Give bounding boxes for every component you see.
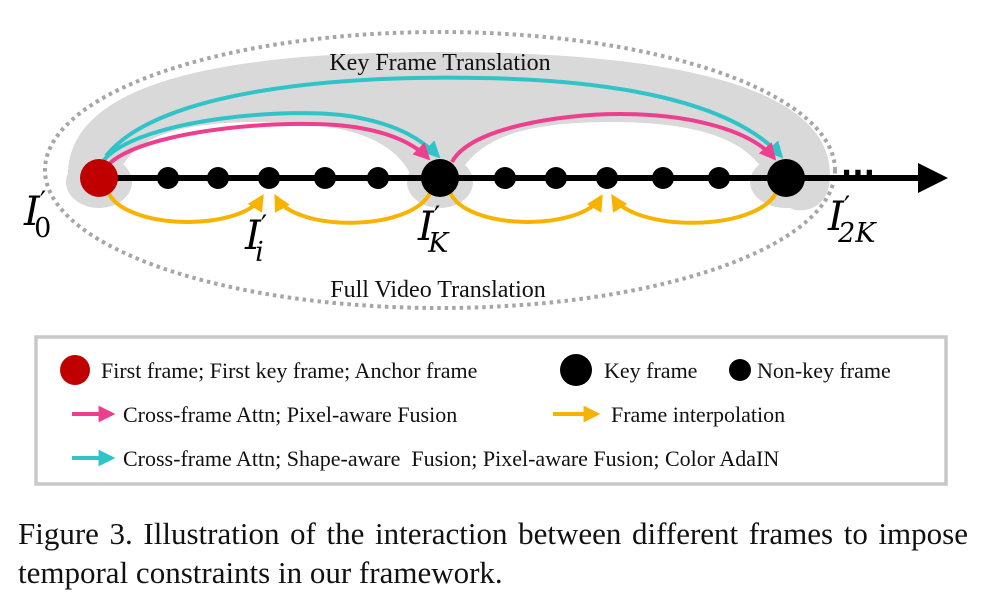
legend-non-key-frame-swatch <box>729 359 751 381</box>
figure-caption: Figure 3. Illustration of the interactio… <box>18 516 968 590</box>
key-frame-node-2k <box>767 159 805 197</box>
full-video-translation-boundary <box>43 30 837 310</box>
label-i0: I′0 <box>23 185 51 244</box>
legend-cyan-arrow-label: Cross-frame Attn; Shape-aware Fusion; Pi… <box>123 446 779 471</box>
timeline-arrowhead <box>918 163 948 193</box>
label-ii: I′i <box>244 209 267 268</box>
non-key-frame-node <box>314 167 336 189</box>
legend-pink-arrow-label: Cross-frame Attn; Pixel-aware Fusion <box>123 402 457 427</box>
key-frame-node-k <box>421 159 459 197</box>
non-key-frame-node <box>708 167 730 189</box>
non-key-frame-node <box>545 167 567 189</box>
legend-first-frame-label: First frame; First key frame; Anchor fra… <box>101 358 477 383</box>
first-frame-node <box>80 159 118 197</box>
legend-non-key-frame-label: Non-key frame <box>757 358 891 383</box>
yellow-arrow-0-to-i <box>106 191 264 224</box>
timeline-ellipsis: ··· <box>841 156 875 191</box>
cyan-arrow-0-to-2k <box>104 75 784 159</box>
legend-yellow-arrow-label: Frame interpolation <box>611 402 785 427</box>
legend-key-frame-swatch <box>560 354 592 386</box>
label-ik: I′K <box>417 200 450 259</box>
non-key-frame-node <box>596 167 618 189</box>
non-key-frame-node <box>652 167 674 189</box>
cyan-arrow-0-to-k <box>102 111 441 162</box>
yellow-arrow-2k-to-j <box>611 191 778 225</box>
legend-box <box>34 335 948 486</box>
non-key-frame-node-i <box>258 167 280 189</box>
yellow-arrow-k-to-i <box>274 191 432 225</box>
pink-arrow-k-to-2k <box>450 111 777 164</box>
legend-first-frame-swatch <box>60 355 90 385</box>
legend-key-frame-label: Key frame <box>604 358 697 383</box>
non-key-frame-node <box>157 167 179 189</box>
yellow-arrow-k-to-j <box>448 191 603 224</box>
pink-arrow-0-to-k <box>108 121 431 165</box>
label-i2k: I′2K <box>827 190 877 249</box>
key-frame-translation-label: Key Frame Translation <box>329 50 550 76</box>
non-key-frame-node <box>207 167 229 189</box>
non-key-frame-node <box>367 167 389 189</box>
non-key-frame-node <box>494 167 516 189</box>
full-video-translation-label: Full Video Translation <box>330 277 545 303</box>
